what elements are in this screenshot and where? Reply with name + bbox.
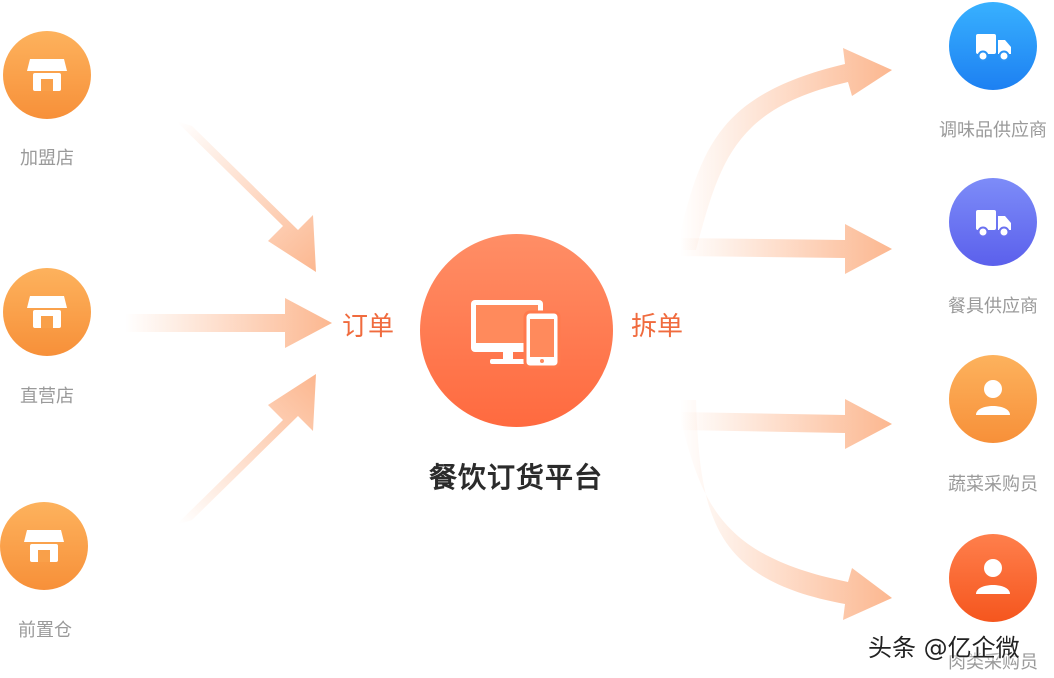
tableware-supplier-label: 餐具供应商 <box>948 296 1038 317</box>
arrow-from-franchise <box>176 121 316 272</box>
arrow-to-meat-buyer <box>676 400 892 620</box>
arrow-to-seasoning-supplier <box>676 48 892 250</box>
ordering-platform-node <box>420 234 613 427</box>
seasoning-supplier-node <box>949 2 1037 90</box>
direct-store-label: 直营店 <box>20 386 74 407</box>
platform-title: 餐饮订货平台 <box>428 461 603 494</box>
store-icon <box>27 59 67 91</box>
front-warehouse-node <box>0 502 88 590</box>
computer-phone-icon <box>471 300 561 369</box>
truck-icon <box>976 34 1011 62</box>
user-icon <box>976 559 1010 594</box>
outbound-split-label: 拆单 <box>631 312 684 342</box>
store-icon <box>27 296 67 328</box>
arrow-to-tableware-supplier <box>678 224 892 274</box>
arrow-to-vegetable-buyer <box>678 399 892 449</box>
truck-icon <box>976 210 1011 238</box>
user-icon <box>976 380 1010 415</box>
seasoning-supplier-label: 调味品供应商 <box>939 120 1047 141</box>
inbound-order-label: 订单 <box>342 312 395 342</box>
vegetable-buyer-label: 蔬菜采购员 <box>948 474 1038 495</box>
direct-store-node <box>3 268 91 356</box>
franchise-store-node <box>3 31 91 119</box>
front-warehouse-label: 前置仓 <box>18 620 72 641</box>
meat-buyer-label: 肉类采购员 <box>948 652 1038 673</box>
arrow-from-direct <box>125 298 332 348</box>
meat-buyer-node <box>949 534 1037 622</box>
vegetable-buyer-node <box>949 355 1037 443</box>
tableware-supplier-node <box>949 178 1037 266</box>
arrow-from-warehouse <box>176 374 316 525</box>
watermark: 头条 @亿企微 <box>868 634 1020 662</box>
store-icon <box>24 530 64 562</box>
franchise-store-label: 加盟店 <box>20 148 74 169</box>
